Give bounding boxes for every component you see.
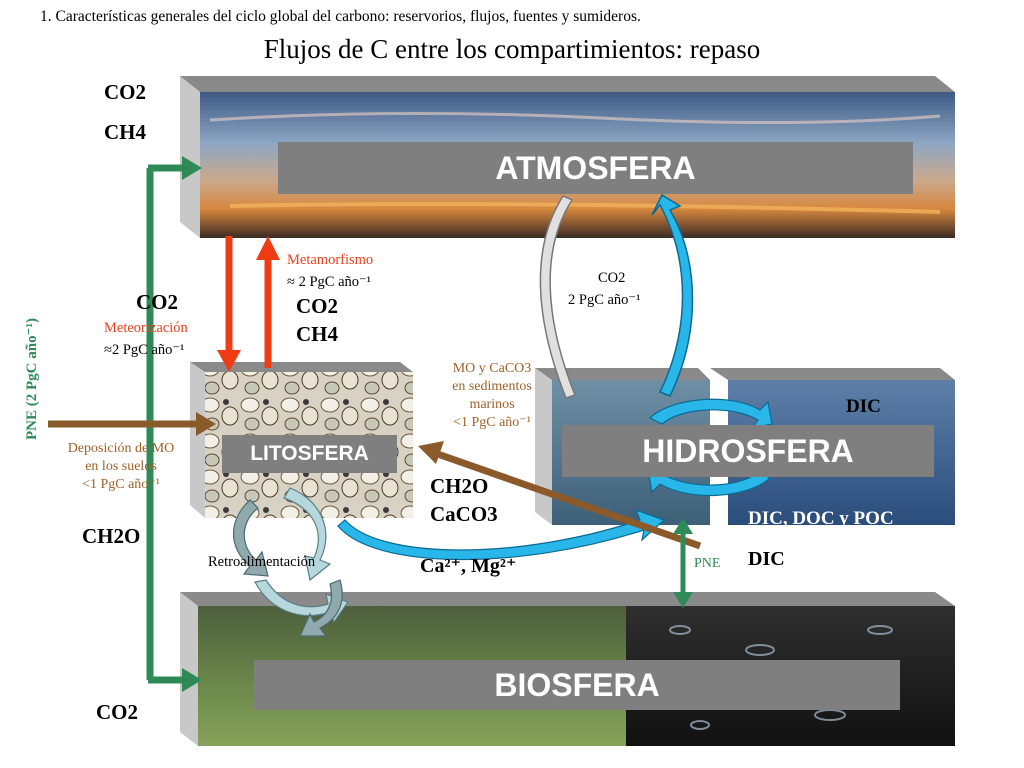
feedback-label: Retroalimentación: [208, 554, 316, 570]
ch4-metamorphism-label: CH4: [296, 322, 338, 346]
deposition-line-2: en los suelos: [85, 459, 157, 474]
hydrosphere-box2-top: [710, 368, 955, 380]
dic-upper-label: DIC: [846, 396, 881, 417]
feedback-arrow-1: [283, 487, 332, 582]
biosphere-label: BIOSFERA: [254, 660, 900, 710]
atmosphere-box-top: [180, 76, 955, 92]
meteorization-flux-label: ≈2 PgC año⁻¹: [104, 342, 185, 358]
ch2o-left-label: CH2O: [82, 524, 141, 548]
meteorization-orange-arrow: [217, 236, 241, 372]
co2-metamorphism-label: CO2: [296, 294, 338, 318]
slide-title: Flujos de C entre los compartimientos: r…: [263, 34, 761, 64]
lithosphere-box-side: [190, 362, 205, 518]
pne-hydro-bio-arrow: [673, 518, 693, 608]
atmosphere-label: ATMOSFERA: [278, 142, 913, 194]
co2-left-label: CO2: [136, 290, 178, 314]
exchange-flux-label: 2 PgC año⁻¹: [568, 292, 641, 308]
meteorization-label: Meteorización: [104, 320, 188, 336]
deposition-line-3: <1 PgC año⁻¹: [82, 477, 160, 492]
cations-label: Ca²⁺, Mg²⁺: [420, 555, 517, 577]
metamorphism-orange-arrow: [256, 236, 280, 368]
cations-blue-arrow: [337, 508, 666, 561]
hydro-cycle-arrow-top: [648, 398, 773, 429]
feedback-arrow-2: [232, 499, 269, 577]
feedback-arrow-4: [299, 579, 343, 637]
deposition-label: Deposición de MO en los suelos <1 PgC añ…: [56, 440, 186, 494]
co2-exchange-up-arrow: [651, 193, 694, 397]
hydrosphere-box-side: [535, 368, 552, 525]
feedback-arrow-3: [254, 579, 349, 624]
dic-lower-label: DIC: [748, 548, 785, 570]
pne-right-label: PNE: [694, 556, 721, 571]
sediment-brown-arrow: [418, 441, 702, 550]
dic-doc-poc-label: DIC, DOC y POC: [748, 508, 894, 529]
deposition-brown-arrow: [48, 412, 216, 436]
co2-top-label: CO2: [104, 80, 146, 104]
biosphere-box-side: [180, 592, 198, 746]
exchange-gas-label: CO2: [598, 270, 626, 286]
biosphere-box-top: [180, 592, 955, 606]
slide-heading: 1. Características generales del ciclo g…: [40, 8, 641, 25]
sediment-line-3: marinos: [469, 397, 515, 412]
co2-bottom-label: CO2: [96, 700, 138, 724]
sediment-line-4: <1 PgC año⁻¹: [453, 415, 531, 430]
caco3-label: CaCO3: [430, 502, 498, 526]
sediment-line-2: en sedimentos: [452, 379, 532, 394]
deposition-line-1: Deposición de MO: [67, 441, 175, 456]
metamorphism-label: Metamorfismo: [287, 252, 374, 268]
pne-vertical-label: PNE (2 PgC año⁻¹): [24, 318, 40, 440]
ch2o-right-label: CH2O: [430, 474, 489, 498]
ch4-top-label: CH4: [104, 120, 146, 144]
hydrosphere-label: HIDROSFERA: [562, 425, 934, 477]
lithosphere-label: LITOSFERA: [222, 435, 397, 473]
sediment-flux-label: MO y CaCO3 en sedimentos marinos <1 PgC …: [432, 360, 552, 432]
lithosphere-box-top: [190, 362, 413, 372]
sediment-line-1: MO y CaCO3: [452, 361, 532, 376]
atmosphere-box-side: [180, 76, 200, 238]
co2-exchange-down-arrow: [539, 195, 576, 399]
metamorphism-flux-label: ≈ 2 PgC año⁻¹: [287, 274, 372, 290]
